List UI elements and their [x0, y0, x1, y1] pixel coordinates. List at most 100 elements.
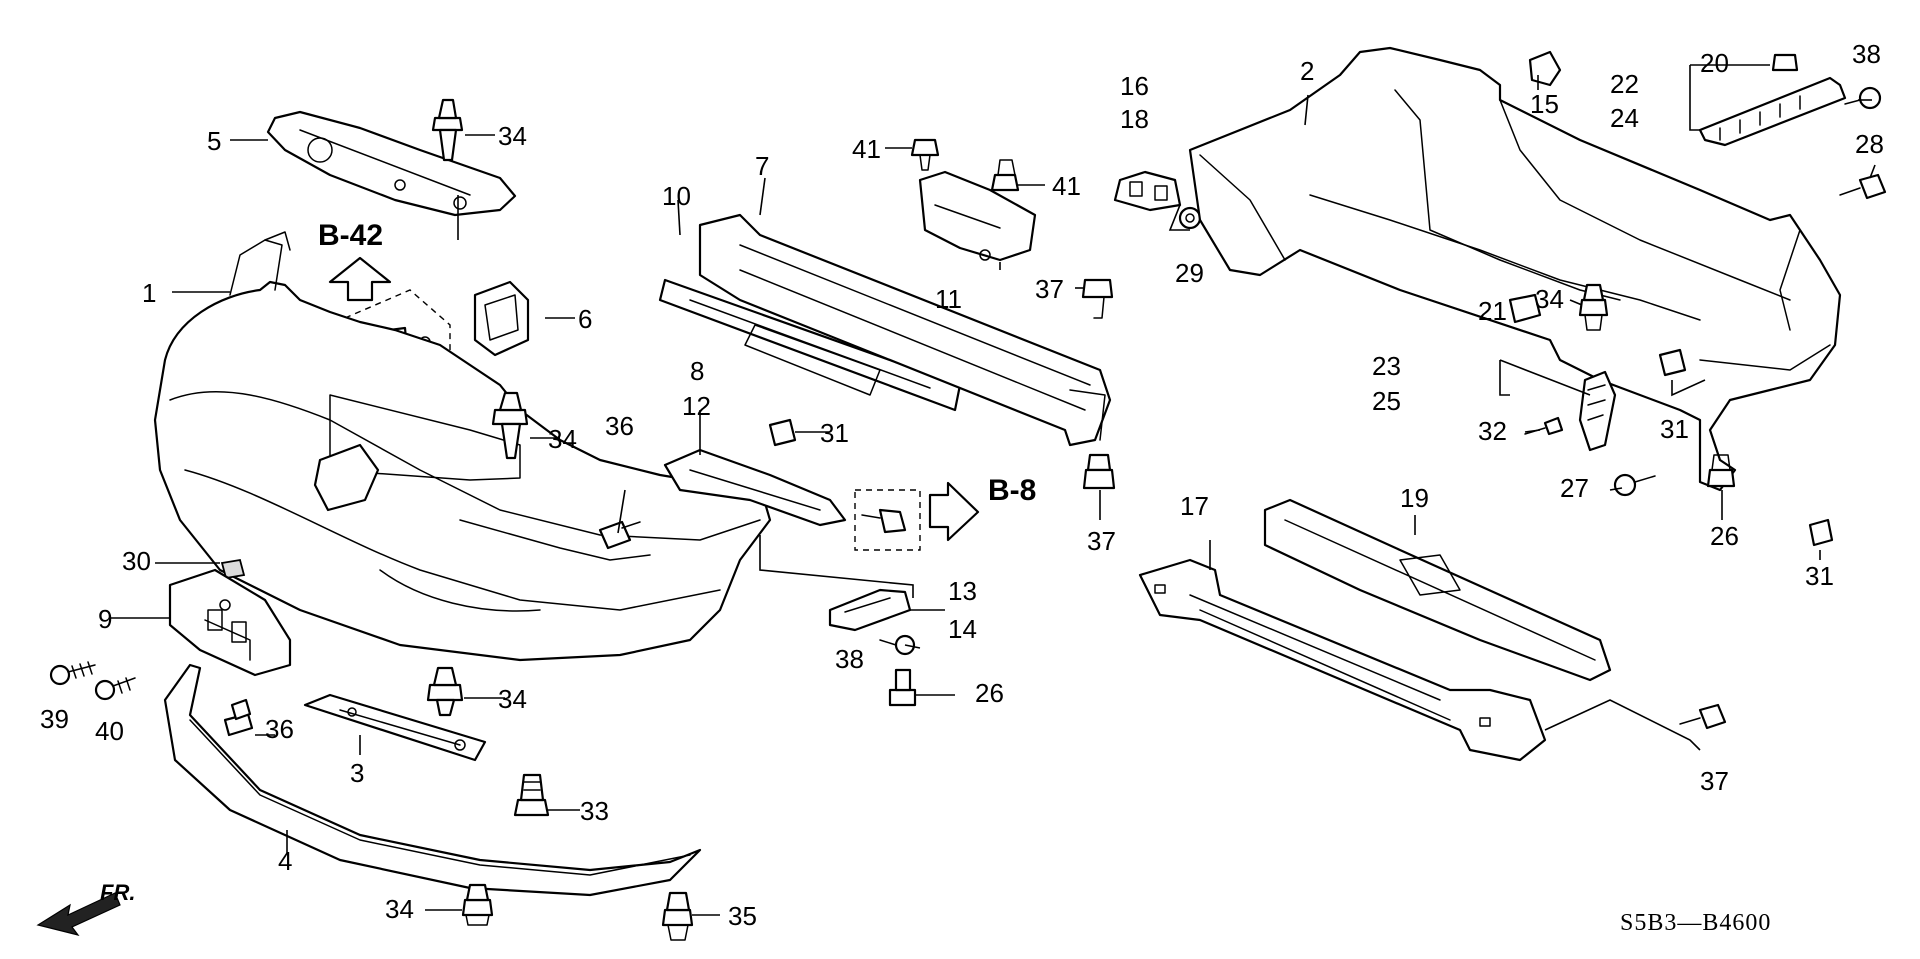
label-6: 6 [578, 304, 592, 334]
label-18: 18 [1120, 104, 1149, 134]
label-4: 4 [278, 846, 292, 876]
ref-label-b8: B-8 [988, 474, 1036, 507]
part-36-bolt [223, 698, 254, 737]
part-28-bolt [1839, 173, 1887, 200]
part-33-clip [513, 773, 550, 817]
label-32: 32 [1478, 416, 1507, 446]
part-38-screw-2 [1844, 86, 1882, 110]
part-34-clip [431, 98, 464, 162]
label-34-5: 34 [1535, 284, 1564, 314]
ref-label-b42: B-42 [318, 219, 383, 252]
label-39: 39 [40, 704, 69, 734]
part-34-clip-5 [1578, 283, 1609, 331]
label-36: 36 [605, 411, 634, 441]
label-37: 37 [1035, 274, 1064, 304]
label-9: 9 [98, 604, 112, 634]
label-19: 19 [1400, 483, 1429, 513]
label-22: 22 [1610, 69, 1639, 99]
label-23: 23 [1372, 351, 1401, 381]
label-2: 2 [1300, 56, 1314, 86]
label-37-3: 37 [1700, 766, 1729, 796]
label-31-rear: 31 [1660, 414, 1689, 444]
part-29-nut [1178, 206, 1202, 230]
label-26-rear: 26 [1710, 521, 1739, 551]
label-26: 26 [975, 678, 1004, 708]
part-23-bracket [1578, 370, 1617, 452]
part-37-bolt-2 [1082, 453, 1116, 490]
leader-lines [110, 64, 1876, 916]
part-27-bolt [1613, 473, 1656, 497]
ref-b8-detail [854, 481, 980, 551]
diagram-code: S5B3—B4600 [1620, 910, 1771, 936]
label-41: 41 [852, 134, 881, 164]
label-13: 13 [948, 576, 977, 606]
label-38-2: 38 [1852, 39, 1881, 69]
part-6-emblem [473, 280, 530, 357]
part-22-side-rail [1698, 76, 1847, 147]
label-29: 29 [1175, 258, 1204, 288]
label-35: 35 [728, 901, 757, 931]
label-34-2: 34 [548, 424, 577, 454]
part-19-rear-beam [1263, 498, 1612, 682]
label-41-2: 41 [1052, 171, 1081, 201]
part-41-nut-2 [990, 159, 1020, 192]
label-10: 10 [662, 181, 691, 211]
part-11-bracket [918, 170, 1037, 262]
part-20-clip [1771, 53, 1799, 72]
label-27: 27 [1560, 473, 1589, 503]
part-34-clip-2 [491, 391, 529, 460]
label-36-2: 36 [265, 714, 294, 744]
part-34-clip-3 [426, 666, 464, 717]
label-14: 14 [948, 614, 977, 644]
part-31-clip [768, 418, 797, 447]
label-34-3: 34 [498, 684, 527, 714]
part-35-clip [661, 891, 694, 941]
label-17: 17 [1180, 491, 1209, 521]
ref-b42-arrow [328, 256, 392, 302]
part-39-screw [49, 661, 96, 686]
part-12-side-bracket [663, 448, 847, 527]
part-15-clip [1528, 50, 1562, 87]
part-4-lower-spoiler [163, 663, 702, 897]
front-arrow-label: FR. [100, 880, 135, 905]
label-5: 5 [207, 126, 221, 156]
label-16: 16 [1120, 71, 1149, 101]
part-40-screw [94, 677, 136, 701]
part-5-upper-bracket [266, 110, 517, 217]
part-9-license-bracket [168, 568, 292, 677]
label-34-4: 34 [385, 894, 414, 924]
label-8: 8 [690, 356, 704, 386]
label-38: 38 [835, 644, 864, 674]
label-7: 7 [755, 151, 769, 181]
part-36-bolt-2 [598, 520, 641, 550]
label-12: 12 [682, 391, 711, 421]
label-3: 3 [350, 758, 364, 788]
label-21: 21 [1478, 296, 1507, 326]
label-34: 34 [498, 121, 527, 151]
part-17-rear-reinforcement [1138, 558, 1547, 762]
front-direction-arrow [36, 892, 121, 936]
label-28: 28 [1855, 129, 1884, 159]
part-number-labels: 1 2 3 4 5 6 7 8 9 10 11 12 13 14 15 16 1… [40, 39, 1884, 936]
label-40: 40 [95, 716, 124, 746]
label-15: 15 [1530, 89, 1559, 119]
label-31-rear-2: 31 [1805, 561, 1834, 591]
label-30: 30 [122, 546, 151, 576]
part-13-side-spacer [828, 588, 912, 632]
part-3-lower-bracket [303, 693, 487, 762]
label-31: 31 [820, 418, 849, 448]
part-16-rear-bracket [1113, 170, 1182, 212]
label-37-2: 37 [1087, 526, 1116, 556]
part-37-bolt [1081, 278, 1114, 319]
part-1-front-bumper [153, 231, 772, 662]
part-30-nut [220, 558, 246, 580]
label-1: 1 [142, 278, 156, 308]
part-26-bolt-2 [1706, 454, 1736, 488]
part-7-front-beam [698, 213, 1112, 447]
part-21-clip [1508, 293, 1542, 324]
part-31-clip-2 [1658, 348, 1687, 377]
part-34-clip-4 [461, 883, 494, 926]
part-26-bolt [888, 668, 917, 707]
label-25: 25 [1372, 386, 1401, 416]
